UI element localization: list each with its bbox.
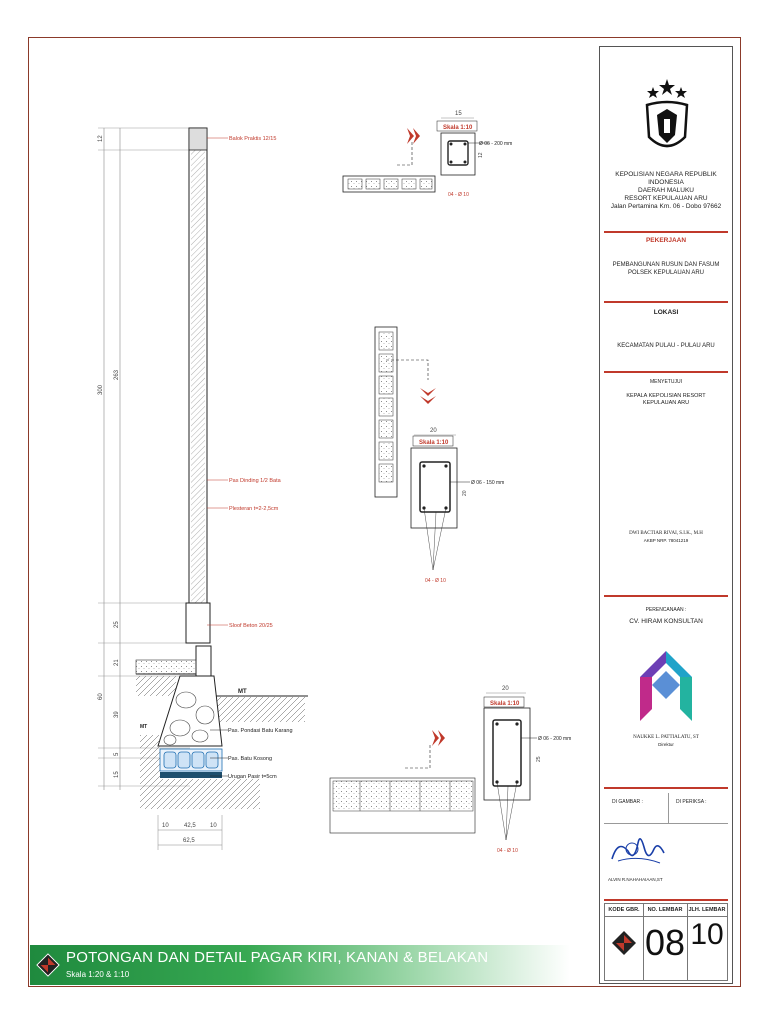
org-line-2: DAERAH MALUKU [638,187,694,194]
lokasi-label: LOKASI [653,309,679,316]
callout-batukosong: Pas. Batu Kosong [228,756,272,762]
drafter-name: ALVIN R.NAHAHAIAAN,ST [608,877,663,882]
org-line-1: KEPOLISIAN NEGARA REPUBLIK INDONESIA [615,171,717,186]
hdim-10a: 10 [162,823,169,829]
mt-label: MT [238,689,247,695]
detail3-width: 20 [502,686,509,692]
sheet-frame [28,37,741,987]
sheet-scale: Skala 1:20 & 1:10 [66,970,130,979]
detail3-stirrup: Ø 06 - 200 mm [538,736,571,742]
title-block: KEPOLISIAN NEGARA REPUBLIK INDONESIA DAE… [599,46,733,984]
detail2-height: 20 [462,490,468,496]
detail1-stirrup: Ø 06 - 200 mm [479,141,512,147]
detail3-section [483,707,531,801]
detail1-width: 15 [455,111,462,117]
detail2-stirrup: Ø 06 - 150 mm [471,480,504,486]
hiram-logo-icon [640,651,692,721]
org-address: Jalan Pertamina Km. 06 - Dobo 97662 [610,203,722,210]
signature-icon [611,838,665,864]
dim-300: 300 [98,384,104,395]
detail3-scale: Skala 1:10 [490,701,520,707]
detail1-section [440,132,476,176]
director-role: Direktur [658,742,674,747]
perencana-label: PERENCANAAN : [645,607,687,613]
hdim-10b: 10 [210,823,217,829]
hdim-42: 42,5 [184,823,196,829]
callout-plesteran: Plesteran t=2-2,5cm [229,506,279,512]
approver-id: AKBP NRP. 78041219 [643,538,689,543]
menyetujui-label: MENYETUJUI [650,379,682,385]
dim-60: 60 [98,693,104,700]
jlh-lembar-label: JLH. LEMBAR [687,904,727,917]
menyetujui-value: KEPALA KEPOLISIAN RESORT KEPULAUAN ARU [626,393,706,406]
sheet-title-bar: POTONGAN DAN DETAIL PAGAR KIRI, KANAN & … [30,945,570,985]
police-emblem-icon [645,79,689,148]
svg-text:MT: MT [140,724,147,730]
detail1-height: 12 [478,152,484,158]
jlh-lembar-value: 10 [690,918,724,951]
callout-dinding: Pas Dinding 1/2 Bata [229,478,282,484]
kode-label: KODE GBR. [605,904,644,917]
detail1-rebar: 04 - Ø 10 [448,192,469,198]
detail3-rebar: 04 - Ø 10 [497,848,518,854]
company-logo-icon [36,953,60,977]
sloof [185,602,211,644]
detail2-rebar: 04 - Ø 10 [425,578,446,584]
pekerjaan-value: PEMBANGUNAN RUSUN DAN FASUM POLSEK KEPUL… [612,262,720,276]
director-name: NAUKKE L. PATTIALATU, ST [633,735,699,740]
lokasi-value: KECAMATAN PULAU - PULAU ARU [617,343,715,349]
callout-pondasi: Pas. Pondasi Batu Karang [228,728,293,734]
hdim-62: 62,5 [183,838,195,844]
org-line-3: RESORT KEPULAUAN ARU [624,195,708,202]
detail3-height: 25 [536,756,542,762]
detail2-width: 20 [430,428,437,434]
kode-logo-icon [612,931,636,955]
callout-balok: Balok Praktis 12/15 [229,136,276,142]
detail1-scale: Skala 1:10 [443,125,473,131]
callout-sloof: Sloof Beton 20/25 [229,623,273,629]
no-lembar-value: 08 [644,922,686,963]
approver-name: DWI BACTIAR RIVAI, S.I.K., M.H [629,531,703,536]
detail2-scale: Skala 1:10 [419,440,449,446]
digambar-label: DI GAMBAR : [612,799,643,805]
dim-39: 39 [114,711,120,718]
callout-urugan: Urugan Pasir t=5cm [228,774,277,780]
dim-263: 263 [114,369,120,380]
dim-5: 5 [114,752,120,756]
perencana-value: CV. HIRAM KONSULTAN [629,618,703,625]
dim-21: 21 [114,659,120,666]
diperiksa-label: DI PERIKSA : [676,799,707,805]
dim-12: 12 [98,135,104,142]
drawing-area: 12 300 263 25 21 60 39 5 15 MT MT [98,111,571,854]
dim-15: 15 [114,771,120,778]
sheet-title: POTONGAN DAN DETAIL PAGAR KIRI, KANAN & … [66,949,489,966]
stone-foundation [157,675,223,747]
no-lembar-label: NO. LEMBAR [643,904,688,917]
pekerjaan-label: PEKERJAAN [645,237,687,244]
dim-25: 25 [114,621,120,628]
